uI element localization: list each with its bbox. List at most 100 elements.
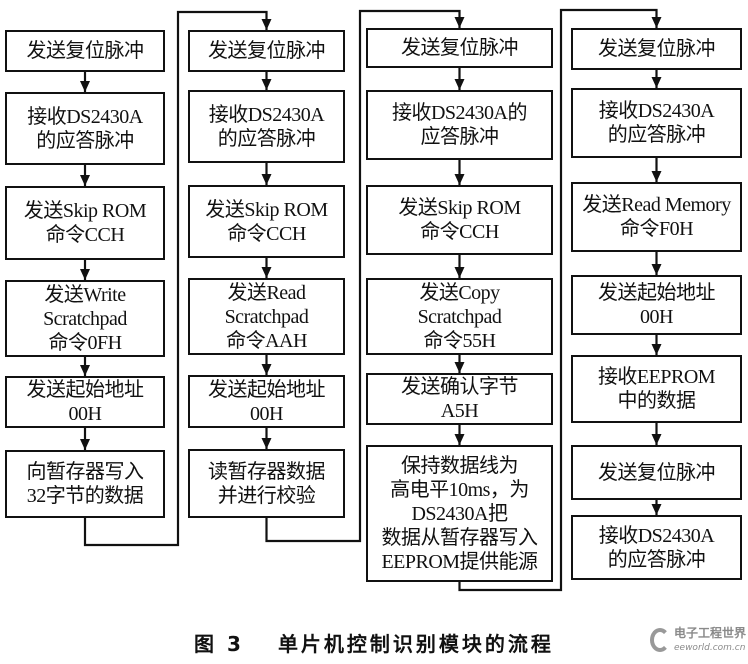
flow-step-text: Scratchpad [224, 305, 309, 328]
arrowhead-icon [261, 364, 272, 375]
arrowhead-icon [261, 19, 272, 30]
arrowhead-icon [80, 81, 90, 92]
flow-step-text: 接收DS2430A [598, 100, 715, 122]
figure-caption: 图 3 单片机控制识别模块的流程 [0, 632, 748, 656]
arrowhead-icon [651, 77, 662, 88]
arrowhead-icon [454, 174, 465, 185]
flow-step-text: 发送Skip ROM [205, 198, 328, 221]
flow-step-box: 发送复位脉冲 [366, 28, 553, 68]
arrowhead-icon [651, 264, 662, 275]
arrowhead-icon [454, 17, 465, 28]
column-transition-connector [265, 9, 461, 543]
figure-title: 单片机控制识别模块的流程 [277, 632, 554, 656]
flow-step-text: 保持数据线为 [401, 454, 519, 477]
flow-step-box: 接收DS2430A的应答脉冲 [366, 90, 553, 160]
flow-step-text: 发送复位脉冲 [598, 461, 716, 484]
arrowhead-icon [651, 17, 662, 28]
flow-step-text: 的应答脉冲 [607, 124, 706, 146]
column-transition-connector [83, 10, 268, 547]
flow-step-text: 读暂存器数据 [208, 460, 326, 483]
flow-step-text: 00H [640, 306, 673, 328]
column-transition-connector [458, 8, 658, 592]
logo-c-icon [650, 628, 670, 652]
flow-step-box: 发送复位脉冲 [5, 30, 165, 72]
figure-number: 图 3 [194, 632, 244, 656]
flow-step-text: 发送复位脉冲 [26, 40, 145, 62]
flow-step-text: 发送Read [227, 281, 306, 304]
flow-step-text: 00H [68, 403, 102, 425]
flow-step-text: 应答脉冲 [420, 126, 500, 148]
flow-step-text: 命令CCH [45, 224, 125, 246]
flow-step-text: 发送起始地址 [26, 379, 145, 401]
arrowhead-icon [651, 171, 662, 182]
flow-step-text: 的应答脉冲 [607, 548, 706, 571]
flow-step-text: 发送起始地址 [208, 378, 326, 401]
flow-step-text: 发送复位脉冲 [208, 40, 326, 62]
flow-step-text: 发送Skip ROM [23, 200, 147, 222]
flow-step-text: 32字节的数据 [26, 485, 144, 507]
flow-step-text: Scratchpad [417, 305, 502, 328]
flow-step-text: 命令AAH [226, 329, 307, 352]
flow-step-box: 发送复位脉冲 [571, 445, 742, 500]
flow-step-text: 接收EEPROM [597, 366, 716, 388]
arrowhead-icon [454, 362, 465, 373]
flow-step-text: 00H [250, 402, 283, 425]
flow-step-text: 发送复位脉冲 [598, 38, 716, 60]
flow-step-text: 命令F0H [619, 218, 694, 240]
arrowhead-icon [261, 267, 272, 278]
flow-step-text: 命令55H [423, 329, 496, 352]
flow-step-text: 向暂存器写入 [26, 461, 145, 483]
arrowhead-icon [454, 79, 465, 90]
flow-step-text: 发送Read Memory [582, 194, 731, 216]
flow-step-text: 发送Skip ROM [398, 197, 521, 219]
flow-step-text: 发送Copy [419, 281, 500, 304]
flow-step-text: 的应答脉冲 [36, 129, 134, 152]
flow-step-text: 命令0FH [48, 331, 122, 354]
arrowhead-icon [454, 267, 465, 278]
flow-step-text: 发送确认字节 [401, 376, 519, 398]
flow-step-text: 发送复位脉冲 [401, 37, 519, 59]
flow-step-text: Scratchpad [43, 307, 127, 330]
arrowhead-icon [651, 504, 662, 515]
flow-step-box: 读暂存器数据并进行校验 [188, 449, 345, 518]
flow-step-text: 数据从暂存器写入 [381, 526, 539, 549]
flow-step-text: 发送Write [44, 283, 126, 306]
arrowhead-icon [261, 79, 272, 90]
flow-step-text: DS2430A把 [411, 502, 508, 525]
flow-step-text: 的应答脉冲 [217, 127, 316, 150]
flow-step-text: 命令CCH [420, 221, 499, 243]
flow-step-text: 命令CCH [227, 222, 306, 245]
arrowhead-icon [651, 434, 662, 445]
arrowhead-icon [261, 174, 272, 185]
arrowhead-icon [80, 269, 90, 280]
arrowhead-icon [80, 175, 90, 186]
flow-step-text: 接收DS2430A的 [391, 102, 528, 124]
flow-step-text: 接收DS2430A [208, 103, 325, 126]
arrowhead-icon [651, 344, 662, 355]
flow-step-text: 并进行校验 [217, 484, 316, 507]
flow-step-text: 接收DS2430A [27, 105, 143, 128]
eeworld-watermark-logo: 电子工程世界 eeworld.com.cn [650, 626, 746, 660]
watermark-line2: eeworld.com.cn [674, 643, 746, 653]
watermark-line1: 电子工程世界 [674, 626, 747, 640]
arrowhead-icon [80, 439, 90, 450]
flow-step-text: 中的数据 [617, 390, 697, 412]
flow-step-text: 接收DS2430A [598, 524, 715, 547]
